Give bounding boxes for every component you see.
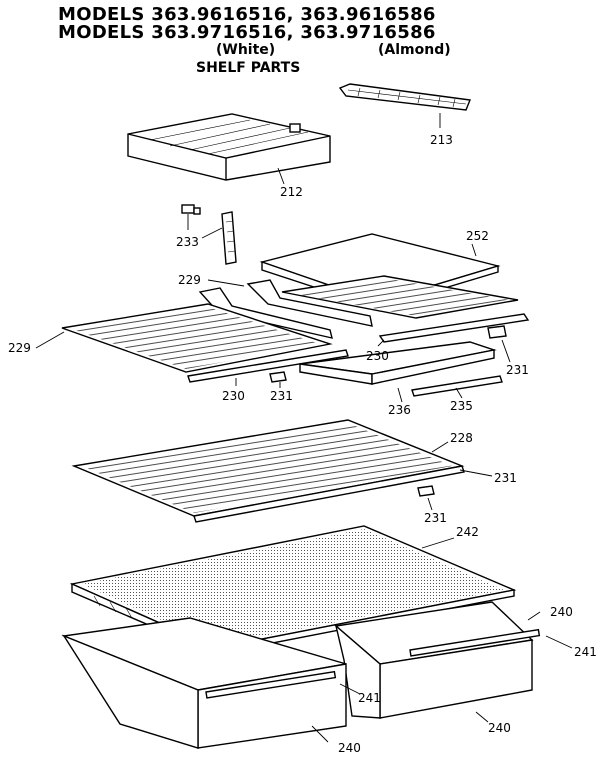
callout-230-left: 230: [222, 389, 245, 403]
part-229-wire-shelf: [61, 303, 333, 373]
part-240-crisper-left: [61, 617, 347, 749]
leader-231-b: [501, 339, 511, 363]
leader-241-left: [339, 683, 361, 695]
callout-241-left: 241: [358, 691, 381, 705]
callout-236: 236: [388, 403, 411, 417]
part-231-clip-c: [417, 485, 435, 497]
part-230-trim-left: [187, 349, 349, 383]
leader-229-left: [35, 331, 65, 349]
part-240-crisper-right: [334, 601, 541, 719]
part-213-rail: [338, 83, 471, 111]
callout-231-c: 231: [494, 471, 517, 485]
callout-233: 233: [176, 235, 199, 249]
part-212-tray: [127, 113, 331, 181]
callout-240-bottom: 240: [488, 721, 511, 735]
models-line-1: MODELS 363.9616516, 363.9616586: [58, 4, 436, 25]
leader-240-right: [527, 611, 541, 621]
callout-252: 252: [466, 229, 489, 243]
callout-229-left: 229: [8, 341, 31, 355]
leader-241-right: [545, 635, 573, 649]
part-231-clip-a: [269, 371, 287, 383]
leader-235: [455, 387, 463, 399]
leader-233-bracket: [201, 227, 223, 239]
callout-235: 235: [450, 399, 473, 413]
callout-240-right: 240: [550, 605, 573, 619]
leader-252: [471, 243, 477, 257]
leader-229-upper: [207, 279, 245, 287]
upper-right-wire-shelf: [281, 275, 519, 319]
part-233-clip: [181, 204, 201, 215]
callout-213: 213: [430, 133, 453, 147]
shelf-bracket-ladder: [221, 211, 237, 265]
leader-236: [397, 387, 403, 403]
part-236-shelf: [299, 341, 497, 385]
diagram-title: SHELF PARTS: [196, 60, 301, 76]
leader-230-upper: [377, 339, 385, 347]
part-228-wire-shelf: [71, 419, 465, 523]
leader-231-d: [427, 497, 433, 511]
callout-240-left: 240: [338, 741, 361, 755]
leader-212: [277, 167, 285, 185]
leader-231-c: [459, 469, 493, 477]
part-229-bracket-upper: [246, 279, 373, 327]
part-230-trim-upper: [378, 313, 530, 343]
models-line-2: MODELS 363.9716516, 363.9716586: [58, 22, 436, 43]
callout-231-b: 231: [506, 363, 529, 377]
color-almond-label: (Almond): [378, 42, 451, 58]
callout-231-a: 231: [270, 389, 293, 403]
callout-229-upper: 229: [178, 273, 201, 287]
callout-241-right: 241: [574, 645, 597, 659]
part-235-trim: [411, 375, 503, 397]
color-white-label: (White): [216, 42, 276, 58]
leader-240-bottom: [475, 711, 489, 723]
leader-240-left: [311, 725, 329, 743]
callout-212: 212: [280, 185, 303, 199]
callout-228: 228: [450, 431, 473, 445]
leader-242: [421, 537, 455, 549]
leader-228: [431, 441, 449, 453]
callout-242: 242: [456, 525, 479, 539]
callout-231-d: 231: [424, 511, 447, 525]
part-231-clip-b: [487, 325, 507, 339]
callout-230-upper: 230: [366, 349, 389, 363]
